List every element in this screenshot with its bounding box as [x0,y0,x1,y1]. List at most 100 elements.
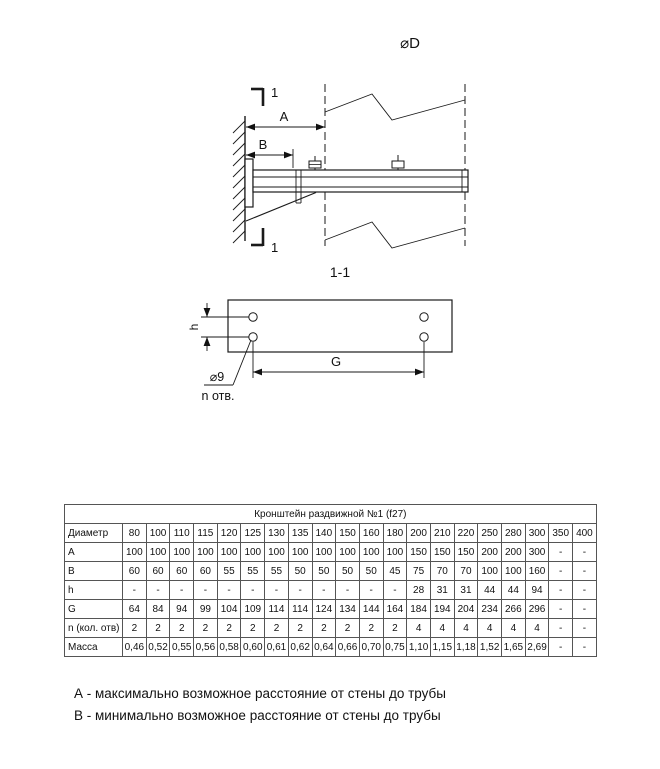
table-cell: 94 [524,580,550,600]
spec-table: Кронштейн раздвижной №1 (f27) Диаметр 80… [64,504,597,657]
table-cell: 134 [335,599,360,619]
bolt-right [389,155,407,171]
table-cell: 100 [501,561,526,581]
table-cell: 50 [287,561,313,581]
table-cell: 204 [453,599,479,619]
table-cell: 100 [216,542,242,562]
table-cell: 1,18 [453,637,479,657]
wall [232,116,246,244]
table-cell: 100 [335,542,360,562]
table-cell: 75 [406,561,431,581]
table-cell: - [358,580,384,600]
table-cell: 0,46 [122,637,147,657]
diameter-value-cell: 100 [145,523,171,543]
diameter-value-cell: 200 [406,523,431,543]
table-cell: 194 [429,599,455,619]
table-cell: 100 [358,542,384,562]
table-cell: - [382,580,408,600]
table-cell: 100 [169,542,195,562]
table-cell: - [122,580,147,600]
table-cell: 100 [193,542,218,562]
main-view: ⌀D [232,35,469,255]
table-cell: 104 [216,599,242,619]
table-cell: 2 [240,618,266,638]
diameter-value-cell: 125 [240,523,266,543]
table-cell: 2 [169,618,195,638]
dim-g-label: G [331,354,341,369]
diameter-value-cell: 150 [335,523,360,543]
diameter-value-cell: 140 [311,523,337,543]
table-cell: - [572,542,597,562]
table-cell: 100 [240,542,266,562]
dim-b-label: B [259,137,268,152]
table-cell: - [548,618,574,638]
pipe-diameter-label: ⌀D [400,35,420,52]
bracket [244,158,469,222]
table-cell: 2,69 [524,637,550,657]
table-cell: 1,10 [406,637,431,657]
table-cell: 200 [501,542,526,562]
table-cell: - [548,561,574,581]
table-cell: 4 [453,618,479,638]
section-view: 1-1 h G [187,264,453,403]
table-cell: 266 [501,599,526,619]
table-cell: 44 [501,580,526,600]
legend-line-b: В - минимально возможное расстояние от с… [74,708,441,723]
table-cell: 70 [429,561,455,581]
diameter-value-cell: 250 [477,523,502,543]
table-cell: 1,52 [477,637,502,657]
table-cell: 100 [382,542,408,562]
table-cell: 70 [453,561,479,581]
table-cell: - [572,618,597,638]
diameter-value-cell: 220 [453,523,479,543]
table-cell: 2 [193,618,218,638]
table-cell: 160 [524,561,550,581]
table-cell: 2 [145,618,171,638]
pipe-centerlines [324,84,466,249]
section-cut-marks: 1 1 [251,85,278,255]
table-cell: 200 [477,542,502,562]
table-cell: 100 [477,561,502,581]
table-cell: 100 [311,542,337,562]
table-cell: 31 [453,580,479,600]
dim-h-label: h [187,324,201,331]
table-cell: 1,65 [501,637,526,657]
diameter-value-cell: 110 [169,523,195,543]
table-cell: 0,64 [311,637,337,657]
table-cell: 100 [145,542,171,562]
dimension-h: h [187,303,249,351]
table-cell: - [572,599,597,619]
table-cell: - [572,561,597,581]
table-cell: 60 [145,561,171,581]
table-cell: 100 [264,542,289,562]
table-cell: - [193,580,218,600]
table-cell: 55 [216,561,242,581]
table-cell: 0,66 [335,637,360,657]
table-cell: 2 [335,618,360,638]
diameter-value-cell: 80 [122,523,147,543]
diameter-value-cell: 210 [429,523,455,543]
table-cell: 184 [406,599,431,619]
pipe-break-bottom [324,221,466,249]
table-cell: 2 [287,618,313,638]
table-cell: 55 [264,561,289,581]
table-cell: 50 [311,561,337,581]
table-cell: 4 [429,618,455,638]
diameter-value-cell: 400 [572,523,597,543]
table-cell: 50 [358,561,384,581]
diameter-value-cell: 120 [216,523,242,543]
table-cell: 4 [501,618,526,638]
diameter-value-cell: 160 [358,523,384,543]
row-label-cell: Масса [64,637,123,657]
mounting-hole [419,312,429,322]
table-cell: - [216,580,242,600]
dimension-b: B [246,137,294,168]
table-cell: 124 [311,599,337,619]
table-cell: 2 [122,618,147,638]
bracket-gusset [245,191,317,222]
